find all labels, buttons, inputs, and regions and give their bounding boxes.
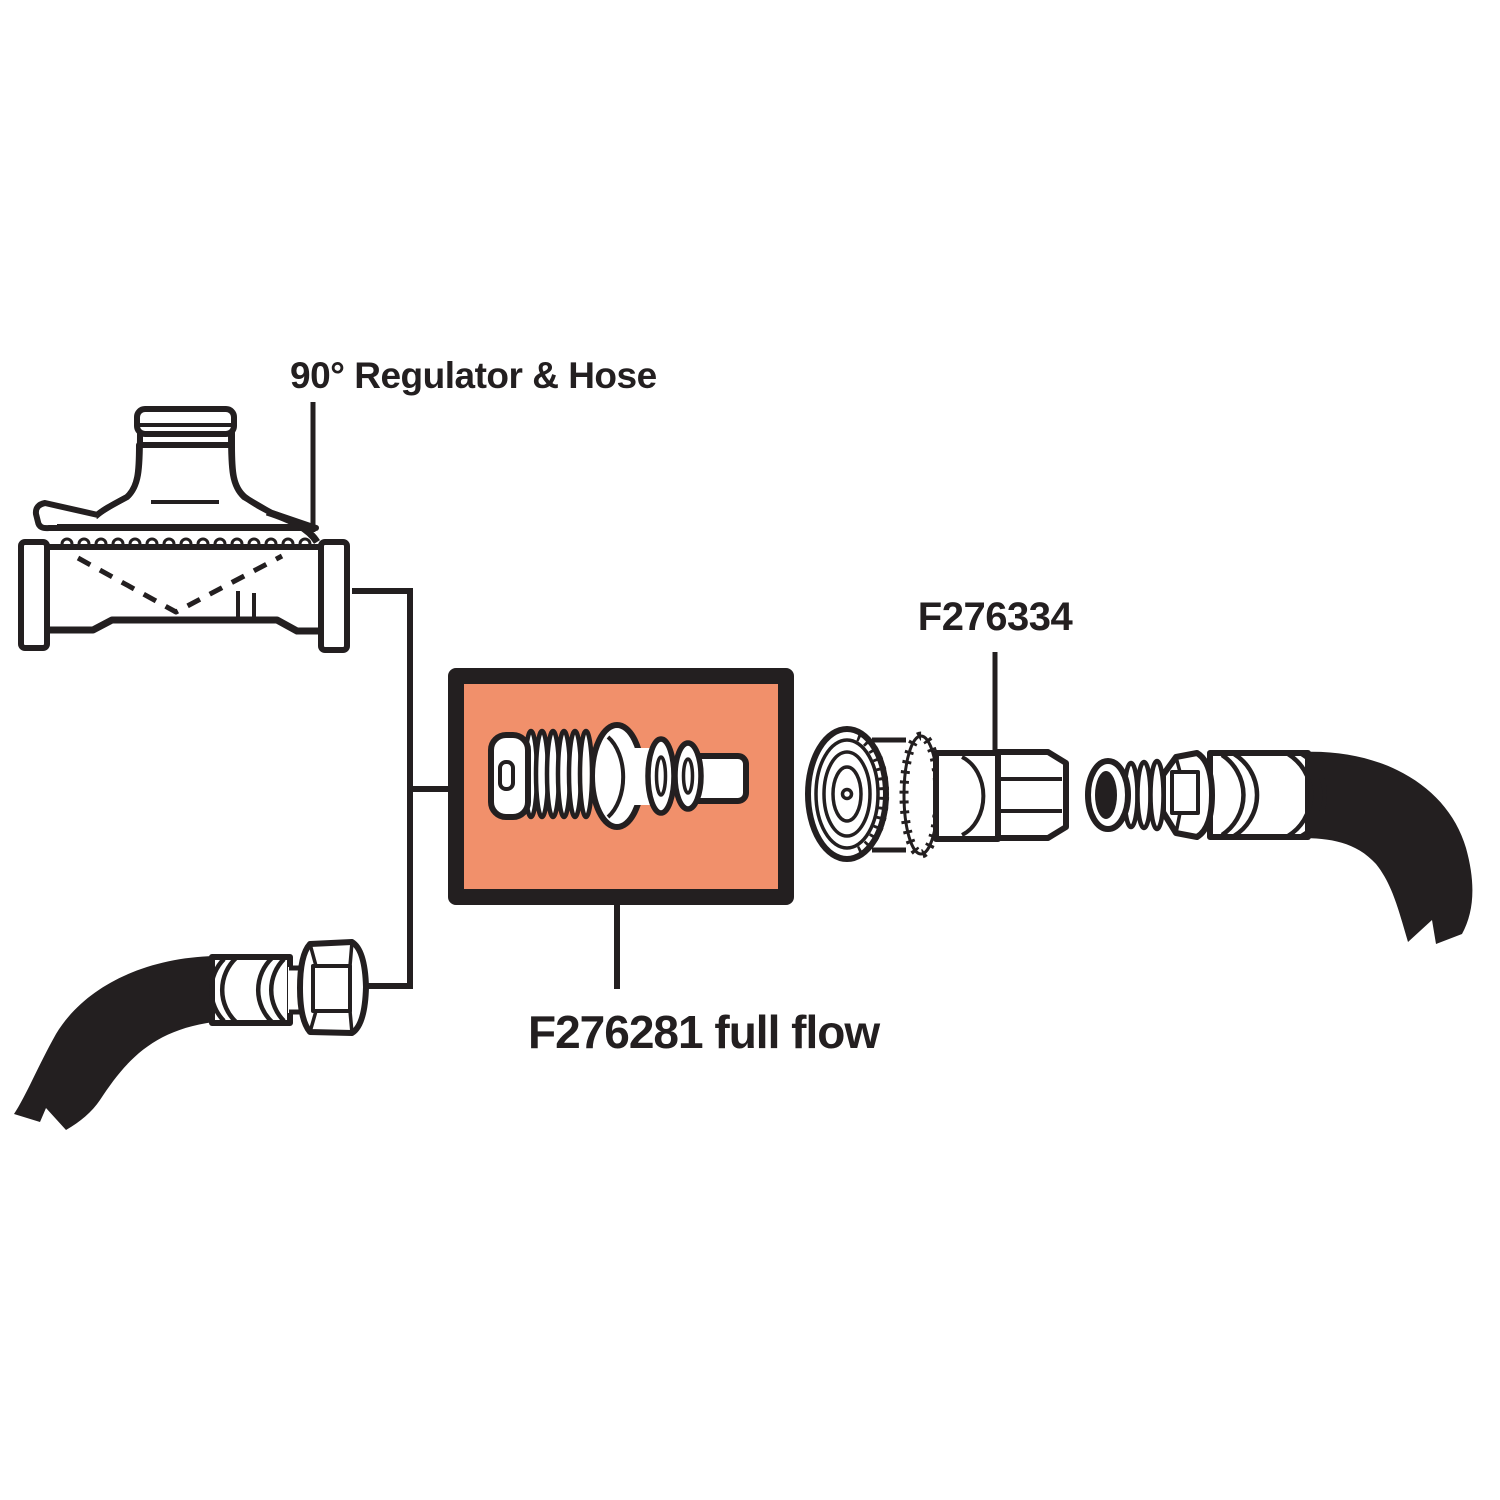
line-art	[14, 402, 1473, 1130]
regulator-stack-cap	[134, 406, 237, 437]
hose-left-nut-slants	[308, 941, 354, 1034]
coupler-drawing	[805, 726, 1069, 862]
hose-right-drawing	[1085, 750, 1473, 944]
plug-end-slot	[498, 760, 515, 791]
connector-lines	[352, 588, 455, 989]
hose-left-sleeve-arc-2	[220, 956, 238, 1024]
plug-groove-bump-2	[672, 740, 704, 812]
regulator-crimp-bumps	[60, 537, 312, 545]
hose-right-sleeve-arc-2	[1232, 752, 1260, 838]
plug-end-cap	[488, 732, 531, 820]
coupler-disc-ring-2	[822, 750, 872, 838]
regulator-dome-right-slope	[228, 432, 273, 516]
hose-right-nut-slants	[1174, 756, 1182, 834]
plug-groove-hole-1	[654, 755, 668, 797]
hose-right-nut-face	[1170, 770, 1200, 815]
coupler-disc-ring-3	[831, 765, 863, 823]
hose-left-sleeve-arc-4	[269, 957, 286, 1023]
hose-right-thread-3	[1148, 758, 1166, 832]
hose-left-nut	[297, 939, 369, 1036]
coupler-disc-center	[840, 787, 854, 801]
plug-groove-hole-2	[681, 757, 695, 795]
hose-right	[1300, 751, 1473, 944]
plug-groove-bump-1	[645, 736, 677, 816]
regulator-inner-verticals	[236, 591, 256, 621]
coupler-hex-facets	[1000, 777, 1062, 813]
coupler-cylinder-arc	[961, 755, 986, 837]
coupler-part-label: F276334	[918, 595, 1074, 639]
hose-right-sleeve-arc-4	[1298, 751, 1328, 839]
regulator-drawing	[18, 406, 350, 653]
regulator-dome-left-slope	[56, 432, 143, 530]
coupler-cylinder	[933, 750, 1001, 842]
regulator-left-tab	[32, 500, 99, 532]
hose-left	[14, 956, 214, 1130]
regulator-left-flange	[18, 539, 50, 651]
hose-left-drawing	[14, 939, 369, 1130]
hose-right-bore	[1095, 771, 1117, 819]
hose-left-nut-face	[311, 964, 352, 1013]
regulator-dashed-v	[76, 553, 284, 615]
quick-connect-plug-drawing	[488, 722, 749, 830]
hose-right-sleeve-arc-3	[1286, 752, 1314, 838]
coupler-hex	[995, 749, 1069, 841]
hose-right-sleeve-arc-1	[1220, 753, 1246, 837]
coupler-band-edges	[872, 737, 906, 853]
plug-collar-arc	[606, 735, 626, 819]
hose-left-sleeve-arc-3	[256, 956, 274, 1024]
regulator-body-bottom	[47, 616, 321, 635]
labels: 90° Regulator & Hose F276334 F276281 ful…	[290, 355, 1074, 1058]
regulator-right-flange	[318, 539, 350, 653]
hose-left-sleeve-arc-1	[209, 957, 226, 1023]
regulator-label: 90° Regulator & Hose	[290, 355, 657, 396]
plug-thread-6	[577, 728, 595, 820]
highlighted-part-label: F276281 full flow	[528, 1006, 880, 1058]
coupler-disc-ring-1	[814, 738, 880, 850]
